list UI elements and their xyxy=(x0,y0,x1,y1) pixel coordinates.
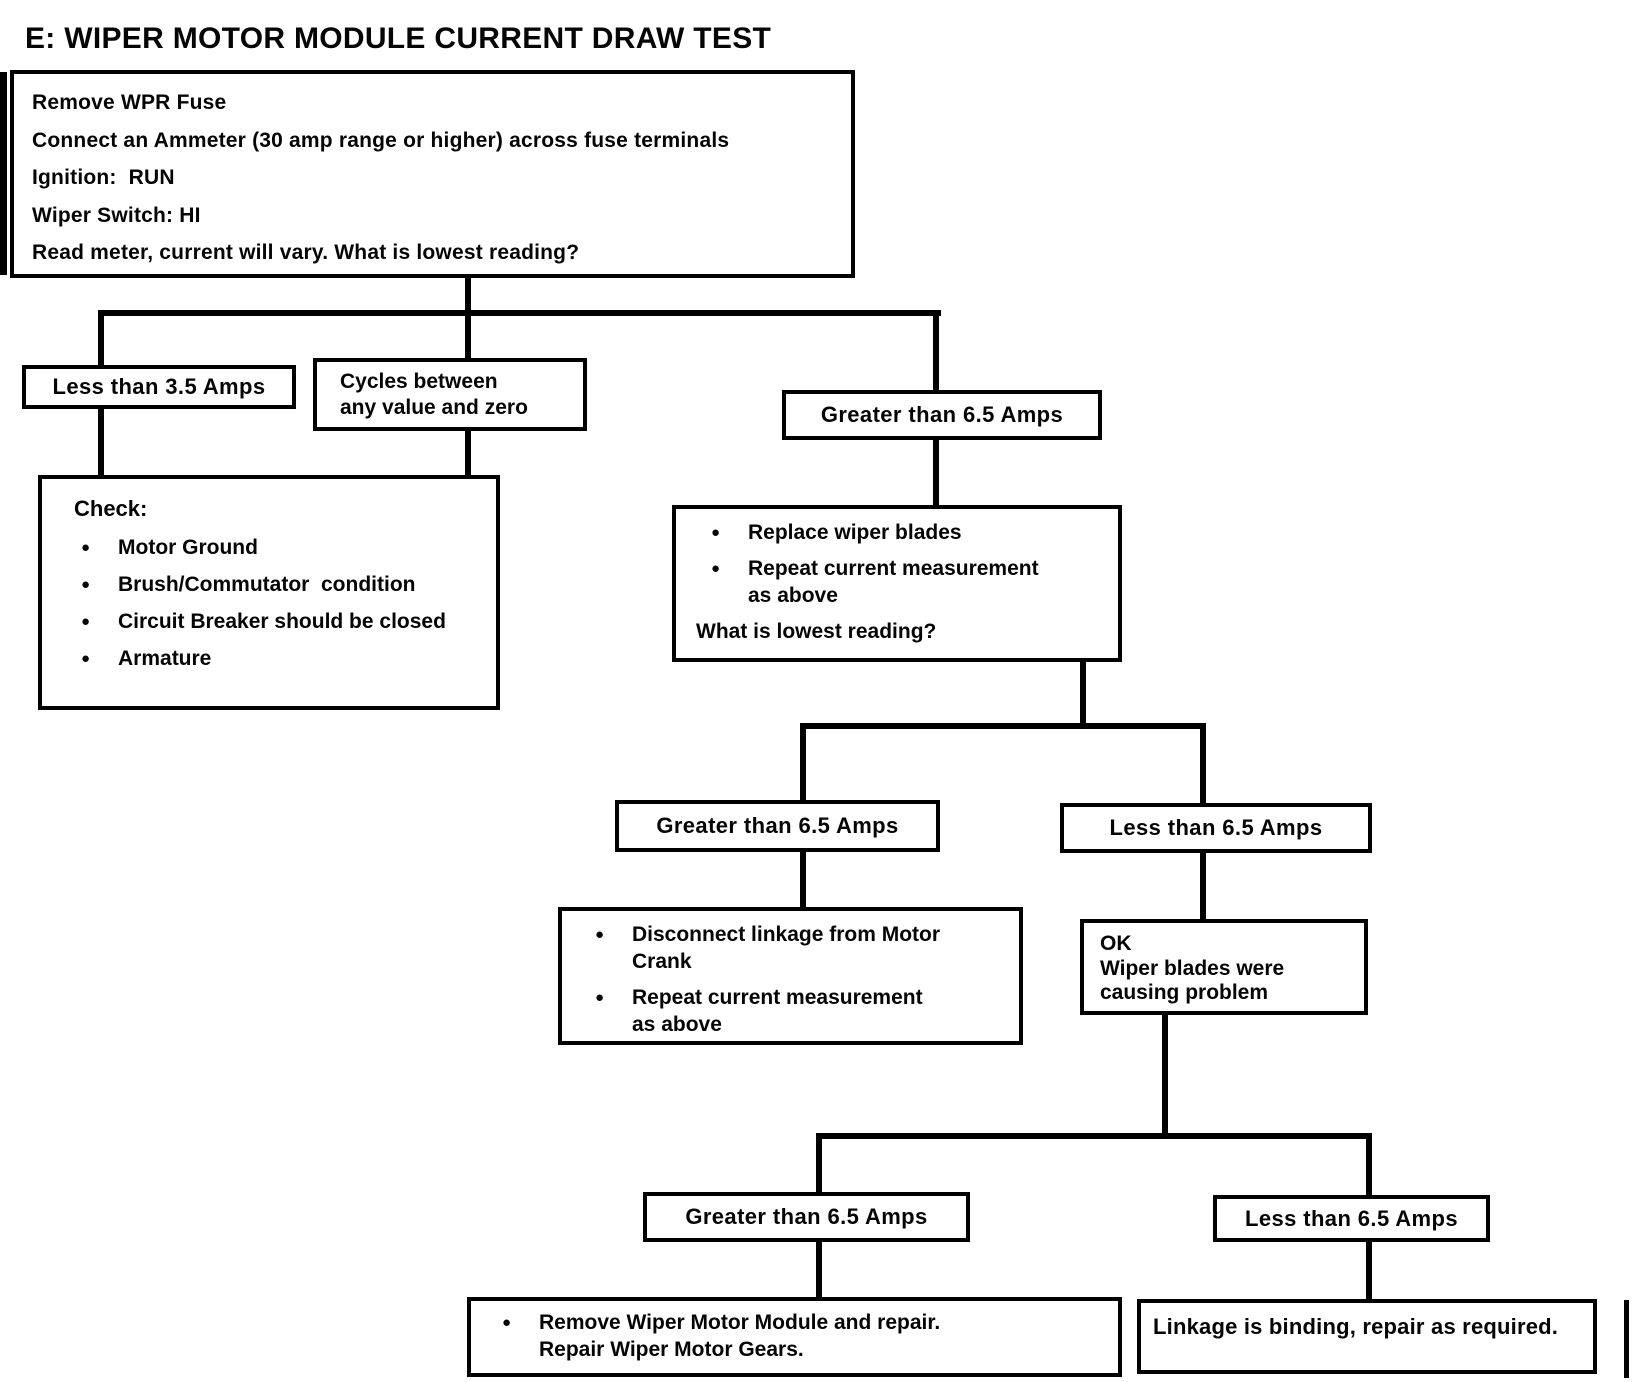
action-line: Repeat current measurement xyxy=(748,557,1039,580)
connector-greater65a-to-replace xyxy=(933,438,939,507)
node-greater-than-6-5-amps-3: Greater than 6.5 Amps xyxy=(643,1192,970,1242)
instruction-line: Remove WPR Fuse xyxy=(32,91,227,114)
instruction-line: Ignition: RUN xyxy=(32,166,175,189)
bullet-icon: ● xyxy=(711,560,721,577)
bullet-icon: ● xyxy=(595,989,605,1006)
page-title: E: WIPER MOTOR MODULE CURRENT DRAW TEST xyxy=(25,22,772,55)
node-greater-than-6-5-amps-1: Greater than 6.5 Amps xyxy=(782,390,1102,440)
node-label: Greater than 6.5 Amps xyxy=(685,1204,928,1229)
action-line: Crank xyxy=(632,950,692,973)
instruction-line: Connect an Ammeter (30 amp range or high… xyxy=(32,128,730,152)
check-item-text: Circuit Breaker should be closed xyxy=(118,610,446,633)
action-line: Repair Wiper Motor Gears. xyxy=(539,1338,804,1361)
scan-artifact-left xyxy=(0,72,7,275)
instruction-line: Wiper Switch: HI xyxy=(32,203,201,227)
connector-branch1-right-drop xyxy=(933,310,939,392)
check-item-text: Motor Ground xyxy=(118,536,258,559)
bullet-icon: ● xyxy=(595,926,605,943)
node-greater-than-6-5-amps-2: Greater than 6.5 Amps xyxy=(615,800,940,852)
scan-artifact-right xyxy=(1624,1300,1629,1378)
connector-branch2-right-drop xyxy=(1200,723,1206,805)
action-line: Repeat current measurement xyxy=(632,986,923,1009)
check-heading: Check: xyxy=(74,496,148,521)
connector-branch3-horizontal xyxy=(816,1133,1372,1139)
check-item: ● Brush/Commutator condition xyxy=(56,571,482,598)
connector-replace-down xyxy=(1080,658,1086,726)
check-item-text: Brush/Commutator condition xyxy=(118,573,416,596)
check-item-text: Armature xyxy=(118,647,212,670)
result-line: causing problem xyxy=(1100,981,1269,1004)
connector-branch1-left-drop xyxy=(98,310,104,367)
connector-branch2-horizontal xyxy=(800,723,1206,729)
check-item: ● Motor Ground xyxy=(56,534,482,561)
connector-branch3-right-drop xyxy=(1366,1133,1372,1197)
check-item: ● Circuit Breaker should be closed xyxy=(56,608,482,635)
check-item: ● Armature xyxy=(56,645,482,672)
node-label: Linkage is binding, repair as required. xyxy=(1153,1314,1559,1339)
action-item: ● Remove Wiper Motor Module and repair. … xyxy=(477,1309,1112,1363)
action-line: Replace wiper blades xyxy=(748,521,962,544)
node-label: Greater than 6.5 Amps xyxy=(656,813,899,838)
connector-branch2-left-drop xyxy=(800,723,806,802)
node-ok-wiper-blades: OK Wiper blades were causing problem xyxy=(1080,919,1368,1015)
node-label: Less than 6.5 Amps xyxy=(1244,1205,1458,1231)
node-remove-wiper-motor-module: ● Remove Wiper Motor Module and repair. … xyxy=(467,1297,1122,1377)
node-less-than-3-5-amps: Less than 3.5 Amps xyxy=(22,365,296,409)
connector-less35-to-check xyxy=(98,407,104,477)
node-label: Less than 6.5 Amps xyxy=(1109,815,1323,840)
node-less-than-6-5-amps-2: Less than 6.5 Amps xyxy=(1213,1195,1490,1242)
action-line: Disconnect linkage from Motor xyxy=(632,923,941,946)
action-item: ● Replace wiper blades xyxy=(686,519,1108,546)
node-start-instructions: Remove WPR Fuse Connect an Ammeter (30 a… xyxy=(10,70,855,278)
bullet-icon: ● xyxy=(81,539,91,556)
bullet-icon: ● xyxy=(502,1314,512,1331)
node-cycles-between: Cycles between any value and zero xyxy=(313,358,587,431)
connector-cycles-to-check xyxy=(465,428,471,477)
result-line: Wiper blades were xyxy=(1100,956,1285,980)
bullet-icon: ● xyxy=(81,613,91,630)
bullet-icon: ● xyxy=(81,576,91,593)
node-label-line: Cycles between xyxy=(340,370,498,393)
node-less-than-6-5-amps-1: Less than 6.5 Amps xyxy=(1060,803,1372,853)
action-line: as above xyxy=(748,584,838,607)
question-text: What is lowest reading? xyxy=(696,620,937,643)
action-line: as above xyxy=(632,1013,722,1036)
connector-start-down xyxy=(465,274,471,362)
instruction-line: Read meter, current will vary. What is l… xyxy=(32,241,580,264)
node-label: Less than 3.5 Amps xyxy=(52,374,266,399)
action-item: ● Repeat current measurement as above xyxy=(686,555,1108,609)
node-linkage-binding: Linkage is binding, repair as required. xyxy=(1137,1299,1597,1374)
connector-branch1-horizontal xyxy=(98,310,941,316)
connector-greater65c-to-remove xyxy=(816,1240,822,1299)
connector-less65c-to-linkage xyxy=(1366,1240,1372,1301)
connector-greater65b-to-disconnect xyxy=(800,848,806,909)
bullet-icon: ● xyxy=(711,524,721,541)
action-item: ● Repeat current measurement as above xyxy=(570,984,1011,1038)
action-item: ● Disconnect linkage from Motor Crank xyxy=(570,921,1011,975)
connector-less65b-to-ok xyxy=(1200,850,1206,921)
node-replace-wiper-blades: ● Replace wiper blades ● Repeat current … xyxy=(672,505,1122,662)
node-check-list: Check: ● Motor Ground ● Brush/Commutator… xyxy=(38,475,500,710)
connector-branch3-left-drop xyxy=(816,1133,822,1194)
connector-ok-down xyxy=(1162,1013,1168,1138)
node-label: Greater than 6.5 Amps xyxy=(820,402,1064,427)
node-label-line: any value and zero xyxy=(340,396,528,419)
action-line: Remove Wiper Motor Module and repair. xyxy=(539,1311,941,1334)
bullet-icon: ● xyxy=(81,650,91,667)
result-line: OK xyxy=(1100,932,1132,955)
node-disconnect-linkage: ● Disconnect linkage from Motor Crank ● … xyxy=(558,907,1023,1045)
